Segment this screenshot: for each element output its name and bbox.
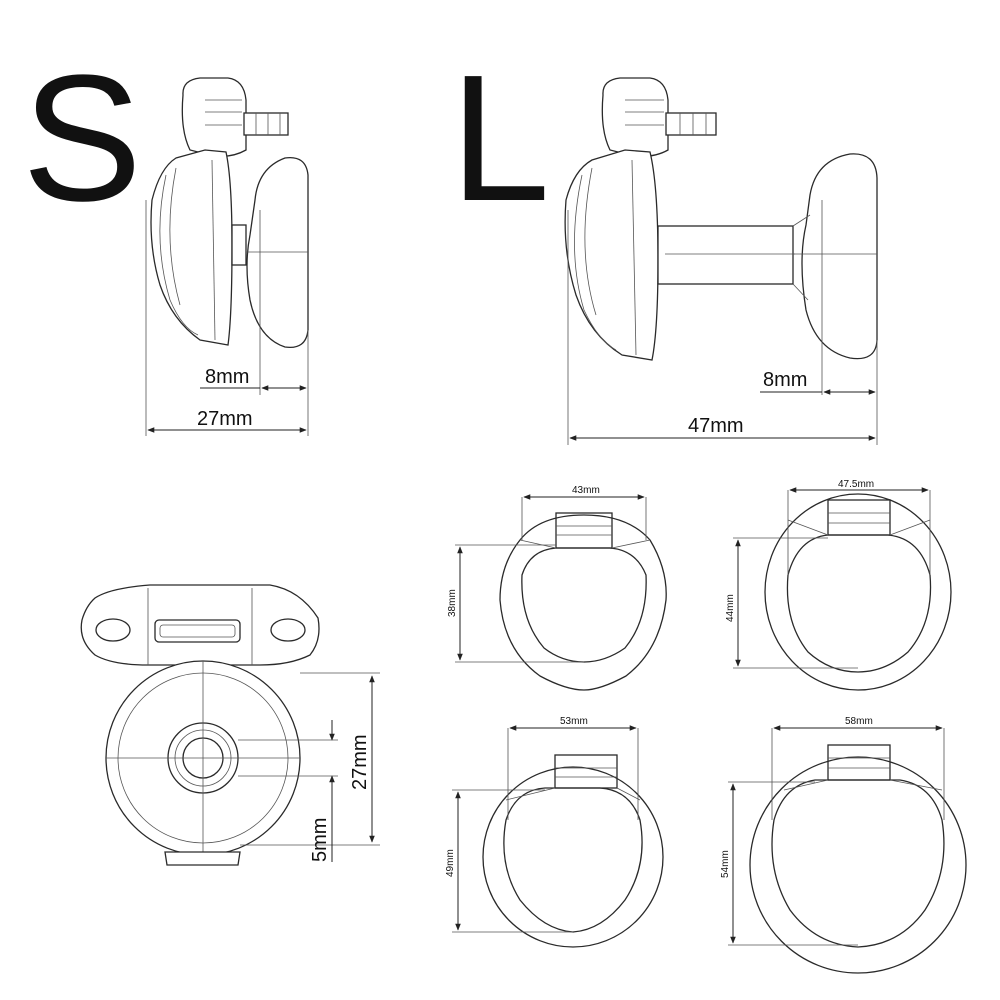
dim-ring4-height: 54mm (720, 850, 731, 878)
ring-43x38: 43mm 38mm (447, 485, 667, 691)
side-view-large: 8mm 47mm (564, 77, 878, 445)
ring-58x54: 58mm 54mm (720, 716, 967, 974)
dim-s-gap: 8mm (205, 366, 249, 388)
dim-front-hole: 5mm (309, 818, 331, 862)
ring-47-5x44: 47.5mm 44mm (725, 479, 952, 691)
dim-s-length: 27mm (197, 408, 253, 430)
dim-ring1-width: 43mm (572, 485, 600, 496)
dim-l-gap: 8mm (763, 369, 807, 391)
front-view: 5mm 27mm (80, 584, 380, 866)
ring-53x49: 53mm 49mm (445, 716, 664, 948)
dim-ring2-height: 44mm (725, 594, 736, 622)
dim-ring3-width: 53mm (560, 716, 588, 727)
dim-l-length: 47mm (688, 415, 744, 437)
side-view-small: 8mm 27mm (145, 77, 309, 436)
dim-ring2-width: 47.5mm (838, 479, 874, 490)
dim-ring1-height: 38mm (447, 589, 458, 617)
size-label-s: S (22, 38, 142, 239)
dim-front-diameter: 27mm (349, 734, 371, 790)
dim-ring3-height: 49mm (445, 849, 456, 877)
dim-ring4-width: 58mm (845, 716, 873, 727)
size-label-l: L (450, 38, 550, 239)
